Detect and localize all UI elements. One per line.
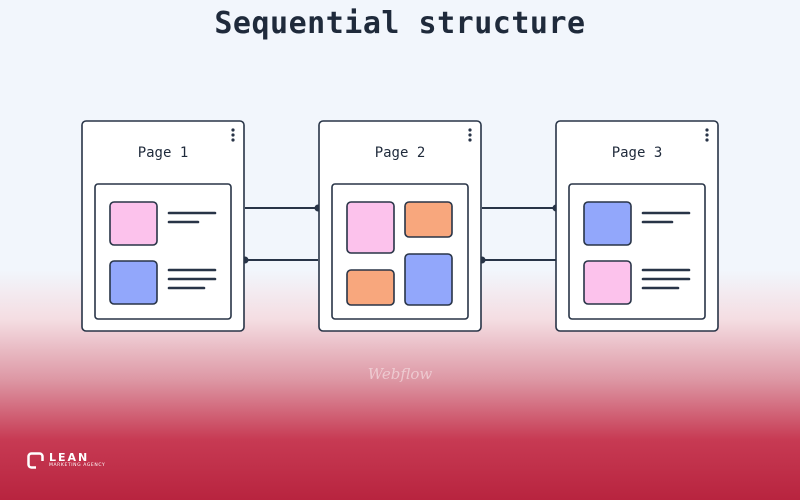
brand-logo: LEAN MARKETING AGENCY (27, 452, 105, 469)
lean-logo-icon (27, 452, 44, 469)
logo-name: LEAN (49, 451, 90, 465)
text-lines (641, 211, 691, 290)
content-tile-pink (583, 260, 632, 305)
content-tile-blue (109, 260, 158, 305)
page-label: Page 1 (138, 145, 189, 161)
menu-dots-icon[interactable] (231, 128, 235, 142)
menu-dots-icon[interactable] (705, 128, 709, 142)
page-title: Sequential structure (214, 6, 586, 41)
logo-tagline: MARKETING AGENCY (49, 463, 106, 469)
content-tile-pink (109, 201, 158, 246)
page-card-1: Page 1 (81, 120, 245, 332)
text-lines (167, 211, 217, 290)
menu-dots-icon[interactable] (468, 128, 472, 142)
page-card-2: Page 2 (318, 120, 482, 332)
page-card-3: Page 3 (555, 120, 719, 332)
page-label: Page 2 (375, 145, 426, 161)
watermark: Webflow (367, 365, 433, 383)
page-label: Page 3 (612, 145, 663, 161)
content-tile-orange (404, 201, 453, 238)
content-tile-blue (404, 253, 453, 306)
content-tile-pink (346, 201, 395, 254)
content-tile-blue (583, 201, 632, 246)
content-tile-orange (346, 269, 395, 306)
